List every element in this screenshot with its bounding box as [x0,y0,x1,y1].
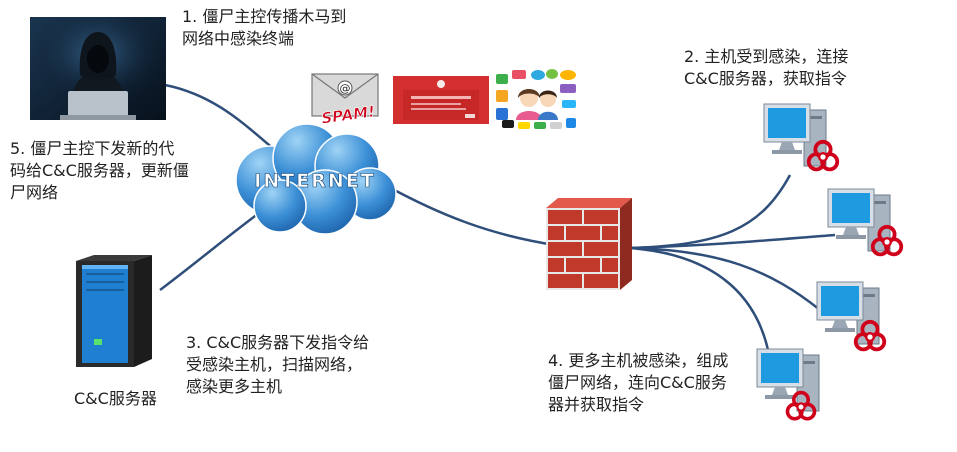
chat-apps-icon [496,69,576,129]
line-firewall-host-1 [629,174,792,250]
infected-host-4 [755,345,843,429]
step-1-label: 1. 僵尸主控传播木马到 网络中感染终端 [182,7,347,48]
step-4-label: 4. 更多主机被感染，组成 僵尸网络，连向C&C服务 器并获取指令 [548,351,729,414]
internet-cloud: INTERNET [235,123,397,235]
line-firewall-host-4 [629,246,772,361]
computer-icon [827,188,891,252]
biohazard-icon [853,319,887,352]
spam-label: SPAM! [320,102,376,126]
step-3-label: 3. C&C服务器下发指令给 受感染主机，扫描网络， 感染更多主机 [186,333,370,396]
computer-icon [756,348,820,412]
biohazard-icon [870,224,904,257]
line-internet-firewall [384,183,556,247]
cc-server-icon [76,255,152,367]
infected-host-2 [826,185,914,269]
computer-icon [763,103,827,167]
malicious-webpage-icon [393,76,489,124]
internet-label: INTERNET [254,170,375,192]
email-at-symbol: @ [340,82,351,95]
infected-host-1 [762,100,850,184]
line-firewall-host-3 [629,246,821,311]
spam-email-icon: @ SPAM! [311,73,379,126]
line-hacker-internet [164,83,276,151]
infected-host-3 [815,278,903,362]
biohazard-icon [785,390,817,421]
line-firewall-host-2 [629,233,836,250]
step-5-label: 5. 僵尸主控下发新的代 码给C&C服务器，更新僵 尸网络 [10,139,189,202]
biohazard-icon [806,139,840,172]
cc-server-label: C&C服务器 [74,389,157,408]
step-2-label: 2. 主机受到感染，连接 C&C服务器，获取指令 [684,47,849,88]
hacker-photo [30,17,166,120]
firewall-icon [546,198,632,290]
